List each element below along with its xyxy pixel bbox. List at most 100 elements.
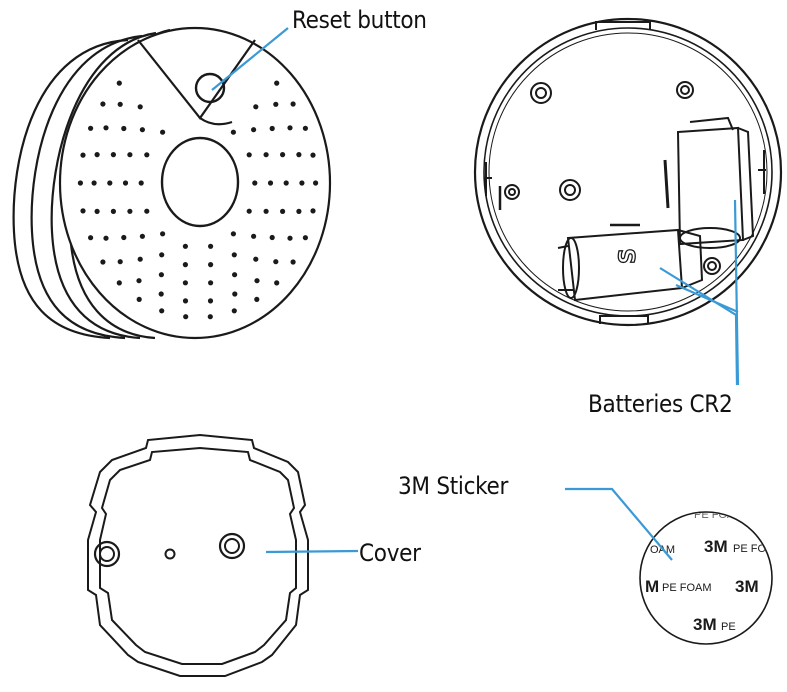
vent-hole bbox=[123, 180, 128, 185]
vent-hole bbox=[107, 180, 112, 185]
vent-hole bbox=[183, 314, 188, 319]
vent-hole bbox=[291, 101, 296, 106]
vent-hole bbox=[117, 81, 122, 86]
vent-hole bbox=[111, 152, 116, 157]
vent-hole bbox=[264, 152, 269, 157]
vent-hole bbox=[313, 180, 318, 185]
vent-hole bbox=[95, 152, 100, 157]
vent-hole bbox=[140, 127, 145, 132]
callout-line-battery-1 bbox=[660, 268, 737, 385]
vent-hole bbox=[280, 152, 285, 157]
vent-hole bbox=[208, 298, 213, 303]
sticker-print: 3M bbox=[704, 537, 728, 556]
vent-hole bbox=[88, 126, 93, 131]
vent-hole bbox=[247, 209, 252, 214]
sensor-back-view: S bbox=[475, 19, 781, 325]
vent-hole bbox=[183, 280, 188, 285]
vent-hole bbox=[139, 180, 144, 185]
battery-vertical bbox=[678, 118, 753, 248]
vent-hole bbox=[291, 259, 296, 264]
vent-hole bbox=[159, 291, 164, 296]
vent-hole bbox=[310, 153, 315, 158]
vent-hole bbox=[232, 291, 237, 296]
vent-hole bbox=[127, 152, 132, 157]
vent-hole bbox=[183, 262, 188, 267]
cover-plate bbox=[88, 435, 308, 676]
vent-hole bbox=[144, 152, 149, 157]
sticker-print: PE FOAM bbox=[733, 543, 783, 555]
vent-hole bbox=[144, 209, 149, 214]
vent-hole bbox=[183, 244, 188, 249]
sticker-print: 3M bbox=[735, 577, 759, 596]
vent-hole bbox=[303, 126, 308, 131]
battery-mark: S bbox=[616, 248, 641, 264]
vent-hole bbox=[100, 259, 105, 264]
vent-hole bbox=[121, 235, 126, 240]
vent-hole bbox=[137, 297, 142, 302]
batteries-label: Batteries CR2 bbox=[588, 392, 732, 416]
callout-line-battery-2 bbox=[735, 200, 738, 385]
vent-hole bbox=[251, 127, 256, 132]
vent-hole bbox=[284, 180, 289, 185]
sticker-label: 3M Sticker bbox=[398, 474, 508, 498]
vent-hole bbox=[160, 231, 165, 236]
vent-hole bbox=[274, 81, 279, 86]
vent-hole bbox=[232, 272, 237, 277]
vent-hole bbox=[280, 209, 285, 214]
sticker-disc: PE FOAM OAM 3M PE FOAM M PE FOAM 3M 3M P… bbox=[640, 509, 783, 644]
vent-hole bbox=[140, 234, 145, 239]
sticker-print: PE FOAM bbox=[662, 582, 712, 594]
vent-hole bbox=[127, 209, 132, 214]
vent-hole bbox=[310, 208, 315, 213]
vent-hole bbox=[92, 180, 97, 185]
sticker-print: 3M bbox=[693, 615, 717, 634]
vent-hole bbox=[117, 280, 122, 285]
vent-hole bbox=[268, 180, 273, 185]
vent-hole bbox=[231, 130, 236, 135]
vent-hole bbox=[253, 104, 258, 109]
vent-hole bbox=[100, 101, 105, 106]
vent-hole bbox=[80, 208, 85, 213]
vent-hole bbox=[264, 209, 269, 214]
vent-hole bbox=[254, 278, 259, 283]
vent-hole bbox=[251, 234, 256, 239]
vent-hole bbox=[208, 314, 213, 319]
vent-hole bbox=[231, 231, 236, 236]
vent-hole bbox=[103, 125, 108, 130]
vent-hole bbox=[95, 209, 100, 214]
vent-hole bbox=[273, 259, 278, 264]
vent-hole bbox=[273, 102, 278, 107]
cover-label: Cover bbox=[359, 541, 421, 565]
vent-hole bbox=[208, 262, 213, 267]
vent-hole bbox=[138, 104, 143, 109]
vent-hole bbox=[208, 244, 213, 249]
vent-hole bbox=[159, 272, 164, 277]
vent-hole bbox=[303, 235, 308, 240]
vent-hole bbox=[118, 102, 123, 107]
vent-hole bbox=[80, 153, 85, 158]
callout-line-cover bbox=[266, 551, 358, 552]
vent-hole bbox=[253, 257, 258, 262]
vent-hole bbox=[159, 252, 164, 257]
vent-hole bbox=[159, 308, 164, 313]
vent-hole bbox=[247, 152, 252, 157]
vent-hole bbox=[160, 130, 165, 135]
vent-hole bbox=[254, 297, 259, 302]
vent-hole bbox=[270, 126, 275, 131]
reset-button-label: Reset button bbox=[292, 8, 427, 32]
vent-hole bbox=[299, 180, 304, 185]
svg-text:M: M bbox=[645, 577, 659, 596]
vent-hole bbox=[136, 278, 141, 283]
sensor-front-view bbox=[14, 28, 330, 338]
vent-hole bbox=[296, 152, 301, 157]
vent-hole bbox=[118, 259, 123, 264]
vent-hole bbox=[88, 235, 93, 240]
vent-hole bbox=[208, 280, 213, 285]
vent-hole bbox=[270, 235, 275, 240]
vent-hole bbox=[78, 180, 83, 185]
vent-hole bbox=[296, 209, 301, 214]
vent-hole bbox=[232, 308, 237, 313]
vent-hole bbox=[287, 236, 292, 241]
